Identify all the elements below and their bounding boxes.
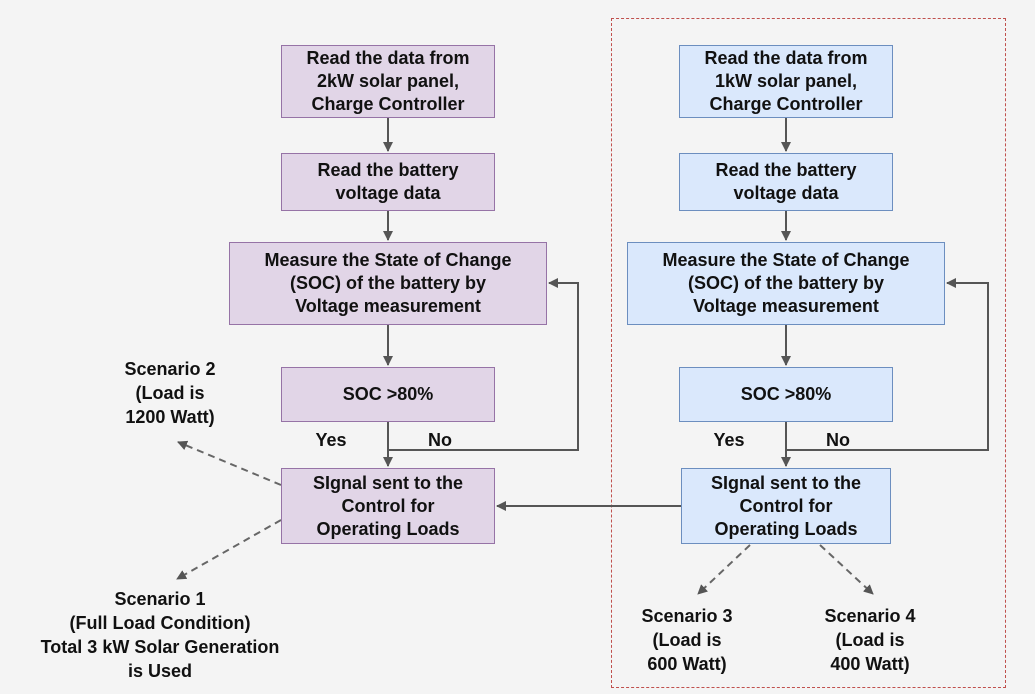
left-signal-box: SIgnal sent to the Control for Operating… <box>281 468 495 544</box>
right-section-boundary <box>611 18 1006 688</box>
arrow-to-scenario-2 <box>177 440 282 486</box>
right-no-label: No <box>826 430 850 450</box>
arrow-right-no-loop <box>786 278 989 451</box>
arrow-to-scenario-1 <box>176 519 282 580</box>
scenario-2-label: Scenario 2 (Load is 1200 Watt) <box>124 359 216 427</box>
scenario-4-label: Scenario 4 (Load is 400 Watt) <box>824 606 916 674</box>
arrow-to-scenario-4 <box>819 544 874 595</box>
scenario-1-label: Scenario 1 (Full Load Condition) Total 3… <box>40 589 280 681</box>
left-measure-soc-box: Measure the State of Change (SOC) of the… <box>229 242 547 325</box>
right-read-battery-box: Read the battery voltage data <box>679 153 893 211</box>
scenario-3-label: Scenario 3 (Load is 600 Watt) <box>641 606 733 674</box>
right-measure-soc-box: Measure the State of Change (SOC) of the… <box>627 242 945 325</box>
left-read-battery-box: Read the battery voltage data <box>281 153 495 211</box>
left-soc-check-box: SOC >80% <box>281 367 495 422</box>
right-soc-check-box: SOC >80% <box>679 367 893 422</box>
left-no-label: No <box>428 430 452 450</box>
arrow-left-no-loop <box>388 278 579 451</box>
right-read-panel-box: Read the data from 1kW solar panel, Char… <box>679 45 893 118</box>
right-yes-label: Yes <box>713 430 745 450</box>
left-read-panel-box: Read the data from 2kW solar panel, Char… <box>281 45 495 118</box>
right-signal-box: SIgnal sent to the Control for Operating… <box>681 468 891 544</box>
arrow-to-scenario-3 <box>697 544 751 595</box>
left-yes-label: Yes <box>315 430 347 450</box>
